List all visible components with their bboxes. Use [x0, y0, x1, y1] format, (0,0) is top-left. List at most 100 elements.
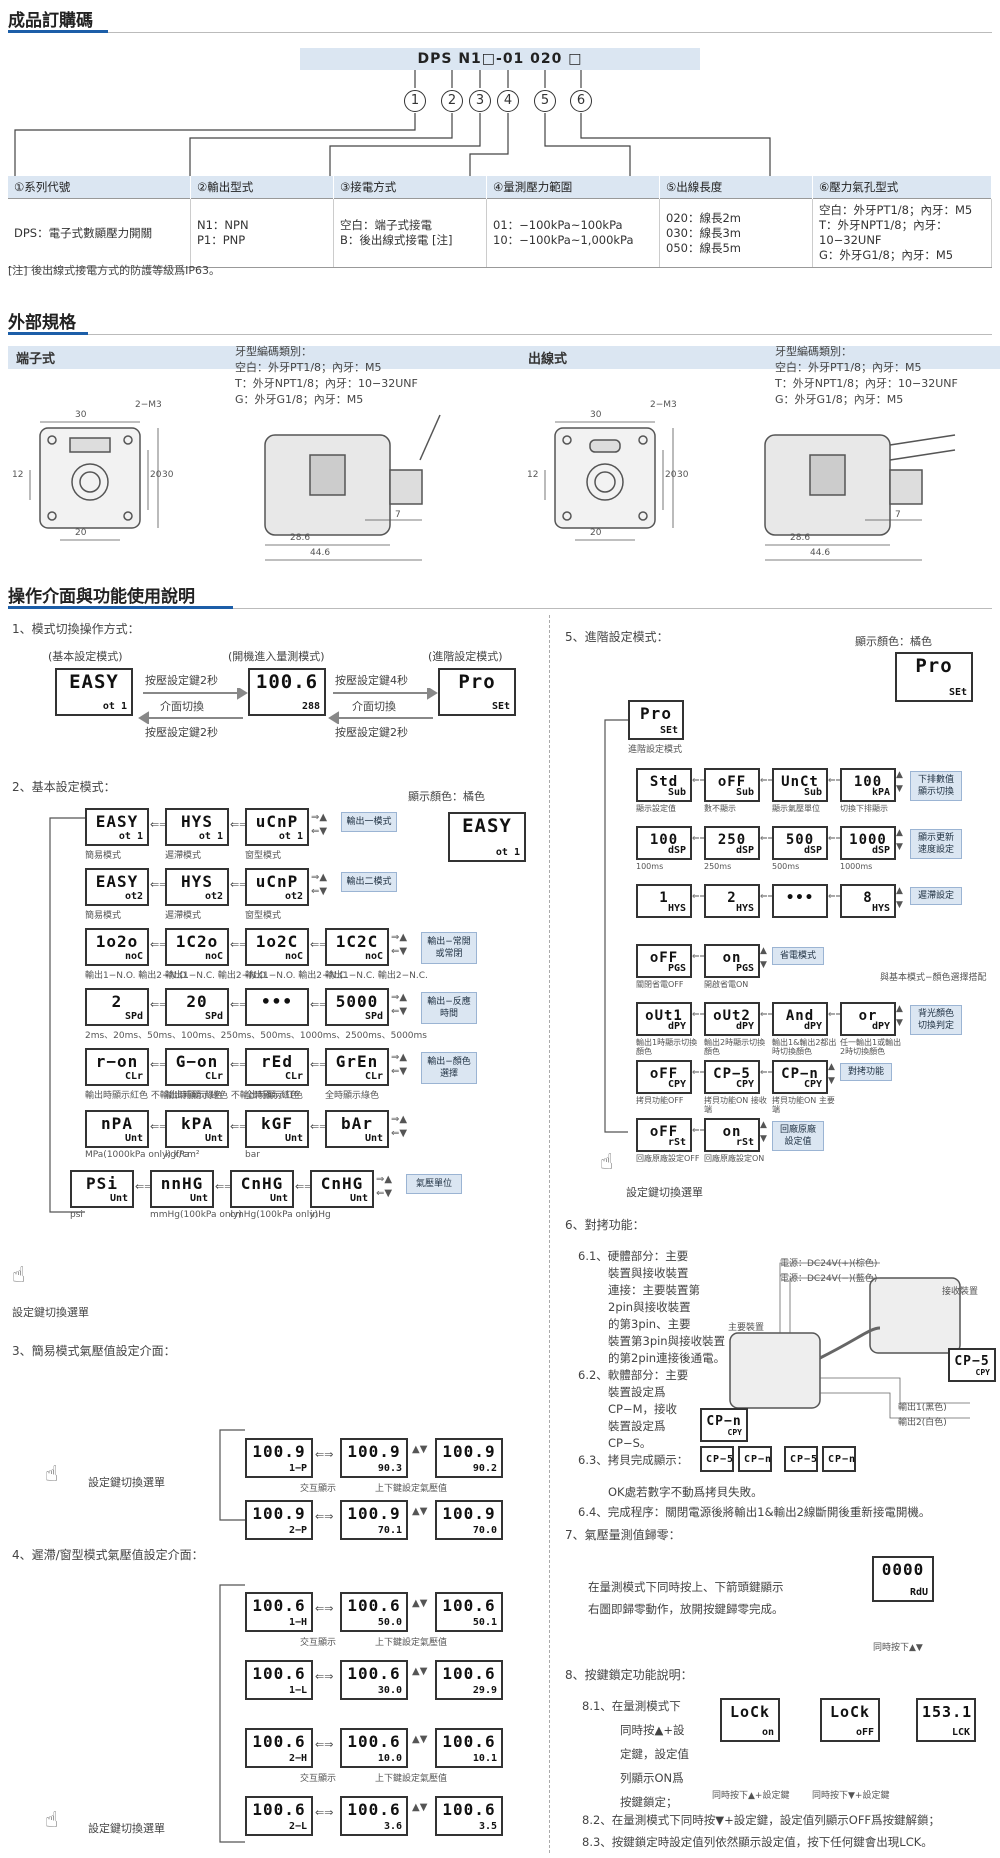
p5-title: 5、進階設定模式：	[565, 630, 669, 644]
p5-row2-lcd2: •••	[772, 884, 828, 918]
p6-item-line: 裝置第3pin與接收裝置	[608, 1334, 726, 1348]
p6-item-line: 的第2pin連接後通電。	[608, 1351, 726, 1365]
p6-item-line: 2pin與接收裝置	[608, 1300, 691, 1314]
p8-title: 8、按鍵鎖定功能說明：	[565, 1668, 693, 1682]
down-arrow-icon: ⇐▼	[311, 826, 328, 837]
p2-row3-label0: 2ms、20ms、50ms、100ms、250ms、500ms、1000ms、2…	[85, 1031, 427, 1041]
p8-t81: 8.1、在量測模式下同時按▲+設定鍵，設定值列顯示ON爲按鍵鎖定；	[582, 1694, 689, 1814]
up-arrow-icon: ▲	[760, 1120, 767, 1130]
p5-row0-label3: 切換下排顯示	[840, 804, 888, 813]
section-title-operation: 操作介面與功能使用說明	[8, 587, 195, 607]
swap-arrow-icon: ⇐⇒	[230, 878, 249, 891]
p2-row6-label0: psi	[70, 1210, 83, 1220]
tag-cable: 出線式	[520, 346, 1000, 369]
column-divider	[549, 615, 551, 1853]
swap-arrow-icon: ⇐⇒	[692, 1126, 708, 1136]
swap-arrow-icon: ⇐⇒	[230, 1058, 249, 1071]
swap-arrow-icon: ⇐⇒	[828, 776, 844, 786]
down-arrow-icon: ⇐▼	[376, 1188, 393, 1199]
p6-done-lcd-4: CP−n	[822, 1446, 856, 1472]
p7-cap: 同時按下▲▼	[873, 1643, 923, 1653]
up-arrow-icon: ⇒▲	[391, 992, 408, 1003]
swap-arrow-icon: ⇐⇒	[295, 1180, 314, 1193]
swap-arrow-icon: ⇐⇒	[760, 776, 776, 786]
p2-title: 2、基本設定模式：	[12, 780, 116, 794]
p5-row1-note: 顯示更新 速度設定	[910, 829, 962, 859]
p5-row0-label0: 顯示設定值	[636, 804, 676, 813]
down-arrow-icon: ▼	[896, 784, 903, 794]
up-arrow-icon: ▲	[896, 886, 903, 896]
p1-arrows	[138, 688, 438, 724]
p6-recv: 接收裝置	[942, 1287, 979, 1297]
p6-item-line: 裝置與接收裝置	[608, 1266, 689, 1280]
p2-row2-label2: 輸出1−N.O. 輸出2−N.C.	[245, 971, 349, 981]
p2-row0-label0: 簡易模式	[85, 851, 122, 861]
updown-arrow-icon: ▲▼	[412, 1444, 428, 1455]
p2-row1-label0: 簡易模式	[85, 911, 122, 921]
p2-row3-note: 輸出−反應時間	[421, 992, 477, 1024]
p5-row4-note: 背光顏色 切換判定	[910, 1005, 962, 1035]
p3-hand-icon: ☝	[45, 1462, 59, 1487]
swap-arrow-icon: ⇐⇒	[215, 1180, 234, 1193]
p6-item-line: CP−M，接收	[608, 1402, 678, 1416]
dim-h12: 12	[12, 470, 24, 480]
section-accent	[8, 606, 233, 609]
up-arrow-icon: ▲	[760, 946, 767, 956]
p6-i63: 6.3、拷貝完成顯示：	[578, 1453, 689, 1467]
swap-arrow-icon: ⇐⇒	[150, 818, 169, 831]
down-arrow-icon: ▼	[760, 960, 767, 970]
dim-m3-r: 2−M3	[650, 400, 677, 410]
p2-row0-label2: 窗型模式	[245, 851, 282, 861]
code-num-1: 1	[404, 90, 426, 112]
swap-arrow-icon: ⇐⇒	[315, 1670, 334, 1683]
up-arrow-icon: ▲	[896, 1004, 903, 1014]
p2-row2-label1: 輸出1−N.C. 輸出2−N.O.	[165, 971, 269, 981]
updown-arrow-icon: ▲▼	[412, 1506, 428, 1517]
p6-item-line: CP−S。	[608, 1436, 652, 1450]
p5-row0-label1: 數不顯示	[704, 804, 736, 813]
dim-width-r: 30	[590, 410, 602, 420]
p2-row1-label1: 遲滯模式	[165, 911, 202, 921]
down-arrow-icon: ▼	[828, 1076, 835, 1086]
p1-a3: 按壓設定鍵2秒	[145, 726, 218, 739]
down-arrow-icon: ▼	[896, 1018, 903, 1028]
cell-wiring: 空白：端子式接電 B：後出線式接電 [注]	[333, 198, 487, 268]
p5-row3-label1: 開啟省電ON	[704, 980, 749, 989]
swap-arrow-icon: ⇐⇒	[230, 818, 249, 831]
divider	[8, 608, 992, 609]
dim-width: 30	[75, 410, 87, 420]
swap-arrow-icon: ⇐⇒	[315, 1448, 334, 1461]
swap-arrow-icon: ⇐⇒	[310, 998, 329, 1011]
p8-t81-line: 定鍵，設定值	[620, 1747, 689, 1761]
p2-row4-label1: 輸出時顯示綠色 不輸出時顯示紅色	[165, 1091, 303, 1101]
thread-spec-right: 牙型編碼類別： 空白：外牙PT1/8；內牙：M5 T：外牙NPT1/8；內牙：1…	[775, 345, 958, 406]
p8-t81-line: 同時按▲+設	[620, 1723, 685, 1737]
swap-arrow-icon: ⇐⇒	[760, 892, 776, 902]
section-accent	[8, 30, 108, 33]
